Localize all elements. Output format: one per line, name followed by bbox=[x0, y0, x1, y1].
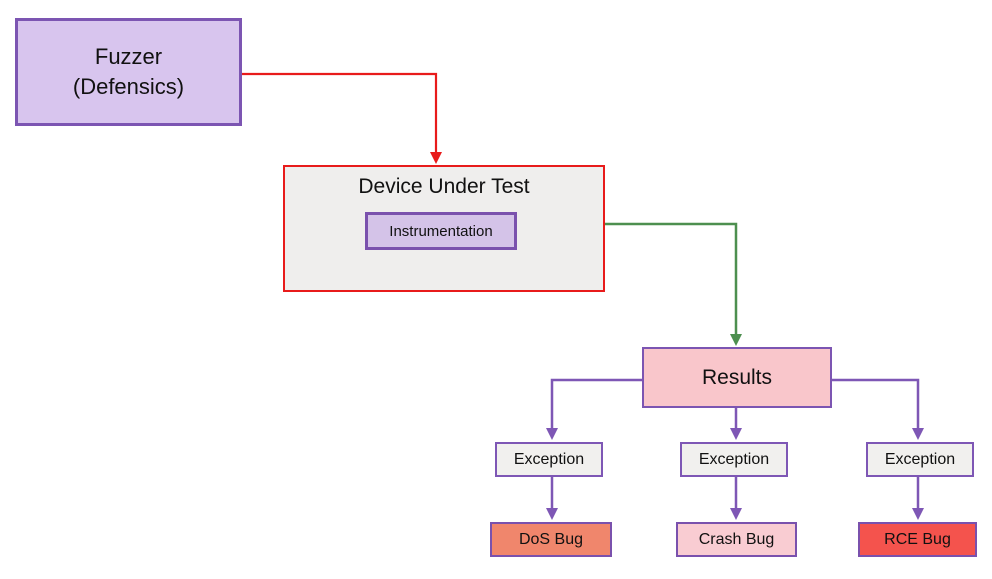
edge-exception-1-to-dos-bug-arrowhead bbox=[546, 508, 558, 520]
crash-bug-node: Crash Bug bbox=[676, 522, 797, 557]
edge-exception-3-to-rce-bug-arrowhead bbox=[912, 508, 924, 520]
edge-results-to-exception-1-arrowhead bbox=[546, 428, 558, 440]
dos-bug-node: DoS Bug bbox=[490, 522, 612, 557]
rce-bug-label: RCE Bug bbox=[884, 530, 951, 548]
fuzzer-label-line2: (Defensics) bbox=[72, 74, 185, 99]
edge-instrumentation-to-results-arrowhead bbox=[730, 334, 742, 346]
device-under-test-label: Device Under Test bbox=[358, 175, 530, 198]
results-label: Results bbox=[701, 365, 773, 389]
dos-bug-label: DoS Bug bbox=[518, 530, 584, 548]
edge-fuzzer-to-dut bbox=[242, 72, 438, 153]
rce-bug-node: RCE Bug bbox=[858, 522, 977, 557]
instrumentation-node: Instrumentation bbox=[365, 212, 517, 250]
edge-results-to-exception-3 bbox=[832, 378, 920, 428]
fuzzer-node: Fuzzer (Defensics) bbox=[15, 18, 242, 126]
edge-results-to-exception-2-arrowhead bbox=[730, 428, 742, 440]
results-node: Results bbox=[642, 347, 832, 408]
exception-label: Exception bbox=[513, 450, 585, 468]
edge-fuzzer-to-dut-arrowhead bbox=[430, 152, 442, 164]
instrumentation-label: Instrumentation bbox=[389, 222, 493, 240]
edge-results-to-exception-1 bbox=[550, 378, 642, 428]
crash-bug-label: Crash Bug bbox=[698, 530, 775, 548]
exception-node-2: Exception bbox=[680, 442, 788, 477]
exception-node-3: Exception bbox=[866, 442, 974, 477]
exception-node-1: Exception bbox=[495, 442, 603, 477]
exception-label: Exception bbox=[698, 450, 770, 468]
exception-label: Exception bbox=[884, 450, 956, 468]
edge-results-to-exception-3-arrowhead bbox=[912, 428, 924, 440]
edge-exception-2-to-crash-bug-arrowhead bbox=[730, 508, 742, 520]
fuzzer-label-line1: Fuzzer bbox=[94, 44, 163, 69]
